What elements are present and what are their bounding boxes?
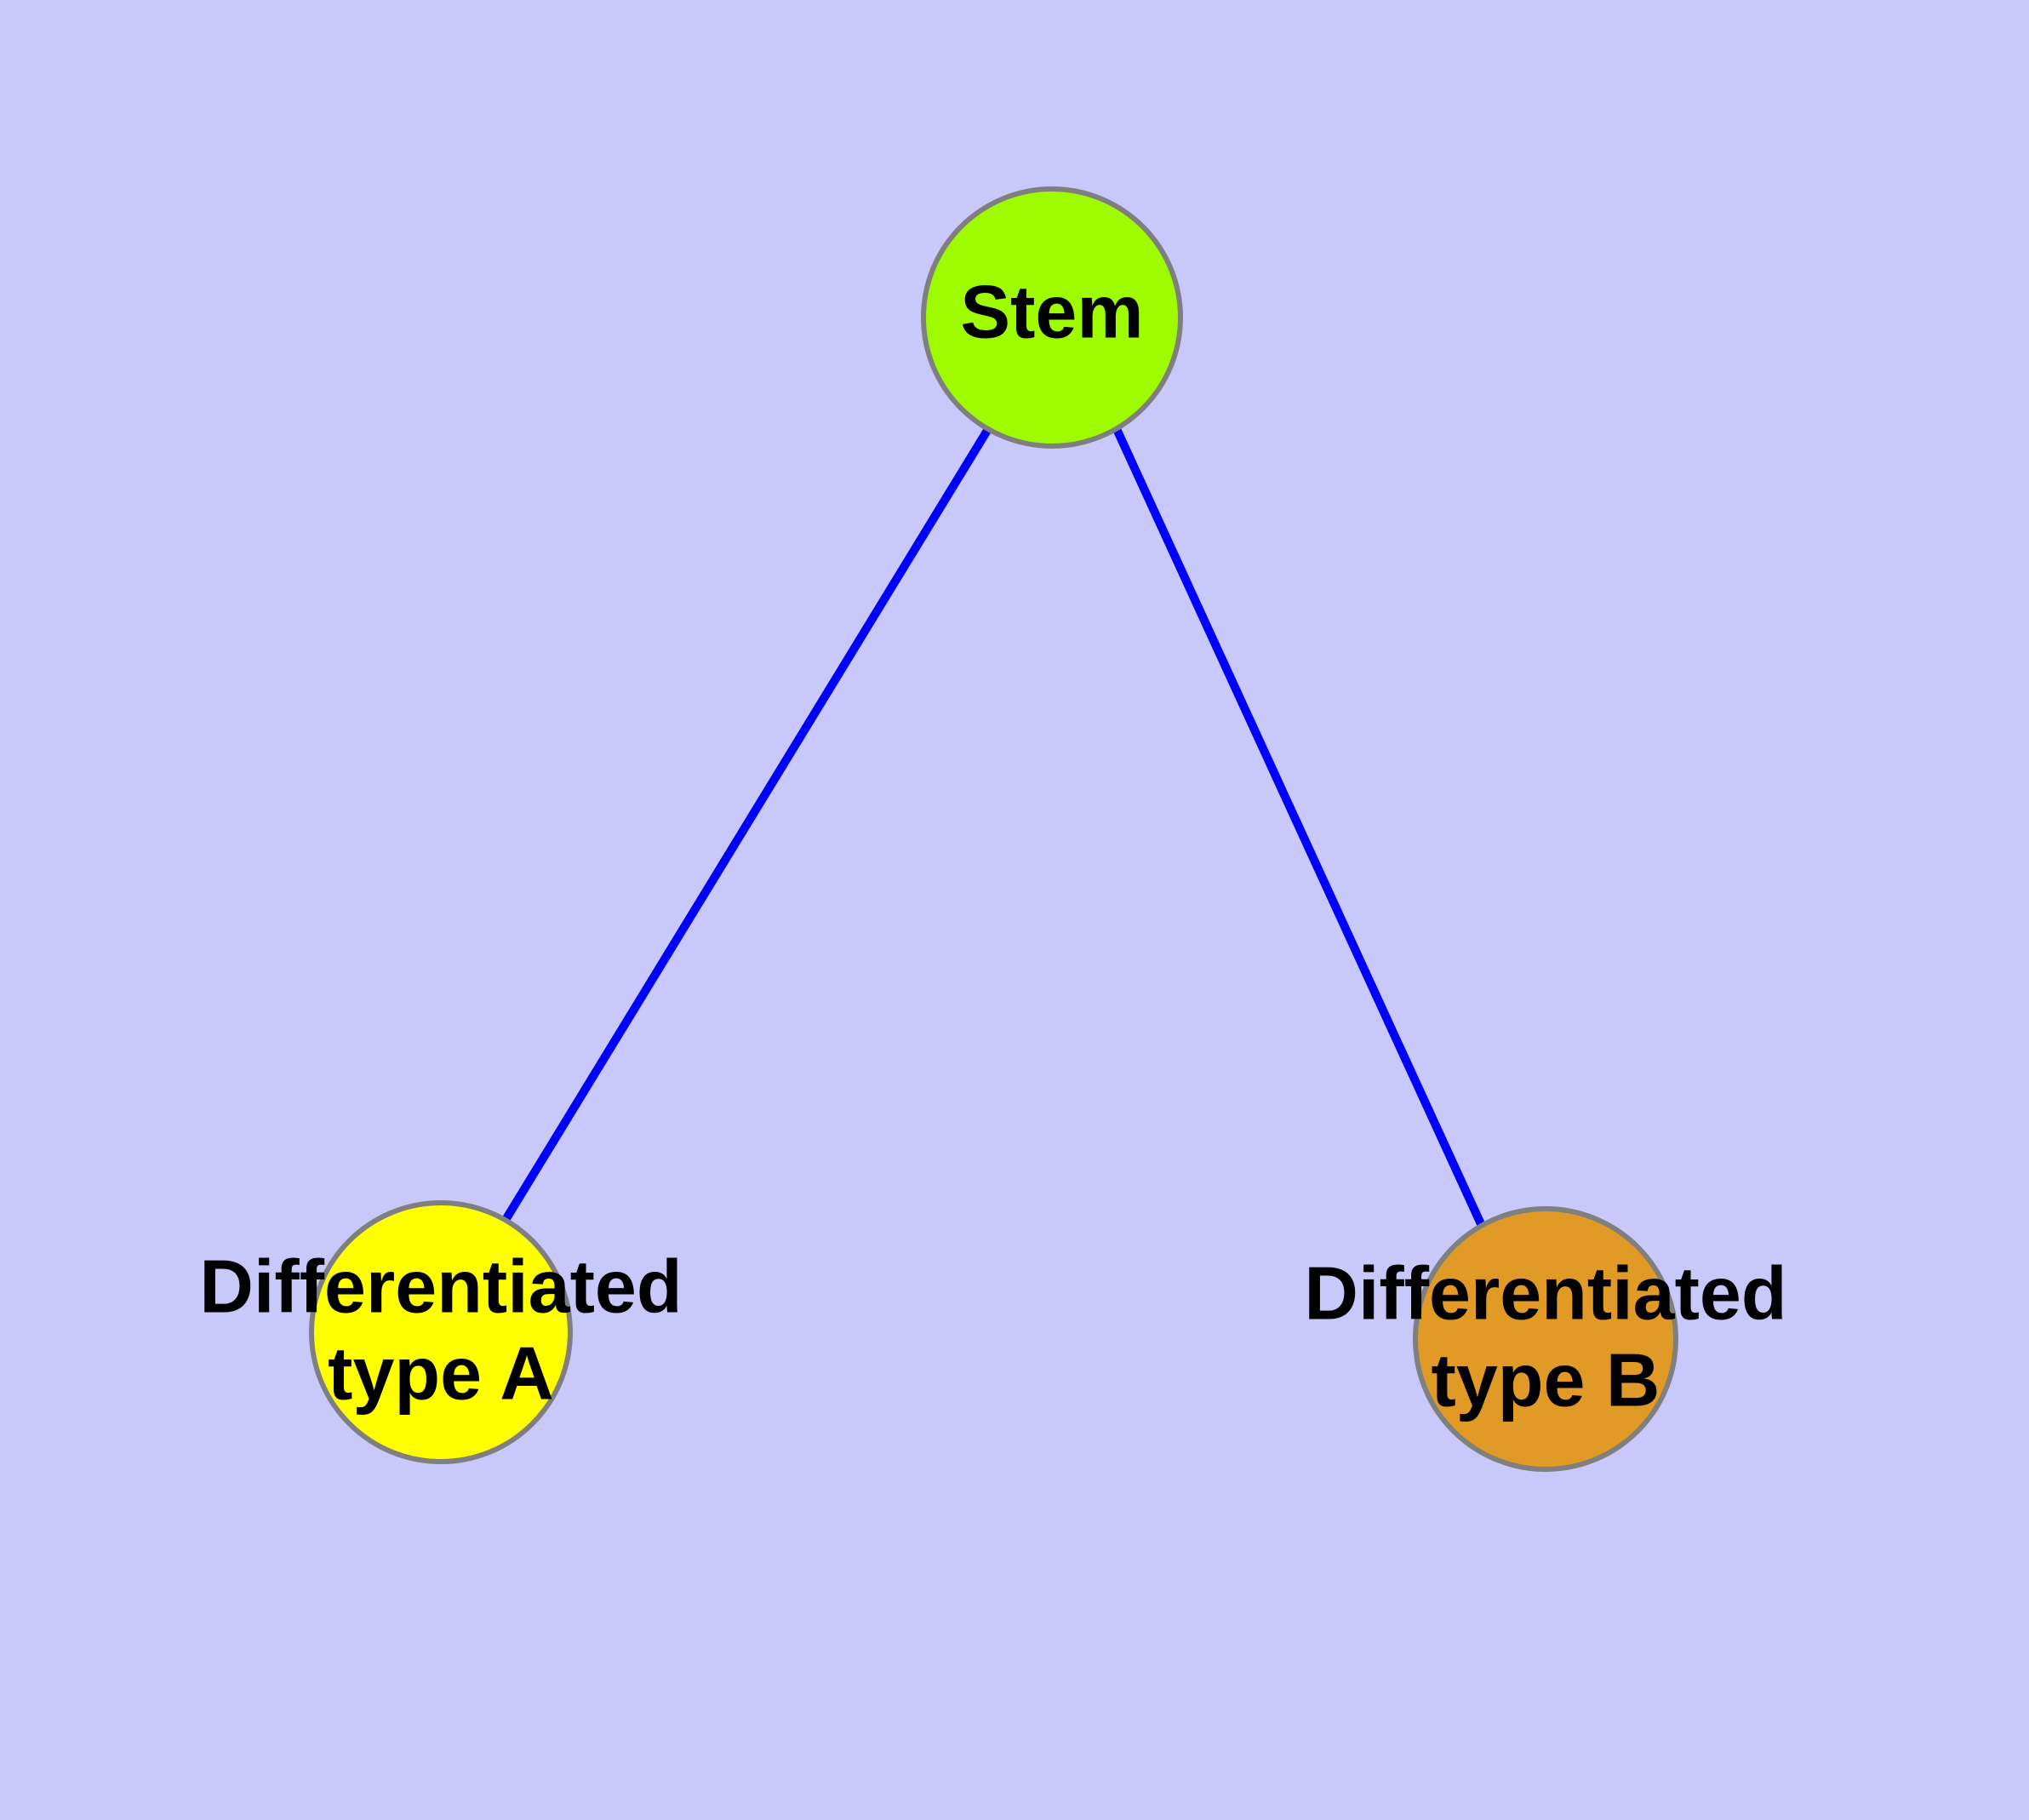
node-shape-layer xyxy=(309,186,1678,1472)
edge-layer xyxy=(501,426,1486,1228)
node-differentiated-type-a-circle[interactable] xyxy=(309,1200,573,1464)
node-differentiated-type-a-label-line2: type A xyxy=(328,1331,554,1415)
node-differentiated-type-a-label-line1: Differentiated xyxy=(199,1244,682,1328)
node-label-layer: Stem Differentiated type A Differentiate… xyxy=(199,269,1786,1422)
node-stem-circle[interactable] xyxy=(921,186,1183,449)
node-differentiated-type-b-label-line1: Differentiated xyxy=(1304,1251,1786,1335)
node-differentiated-type-b-label-line2: type B xyxy=(1432,1337,1660,1422)
edge-stem-to-differentiated-type-b[interactable] xyxy=(1112,426,1486,1228)
edge-stem-to-differentiated-type-a[interactable] xyxy=(501,426,992,1222)
node-stem-label: Stem xyxy=(960,269,1143,353)
node-differentiated-type-b-circle[interactable] xyxy=(1413,1206,1678,1472)
